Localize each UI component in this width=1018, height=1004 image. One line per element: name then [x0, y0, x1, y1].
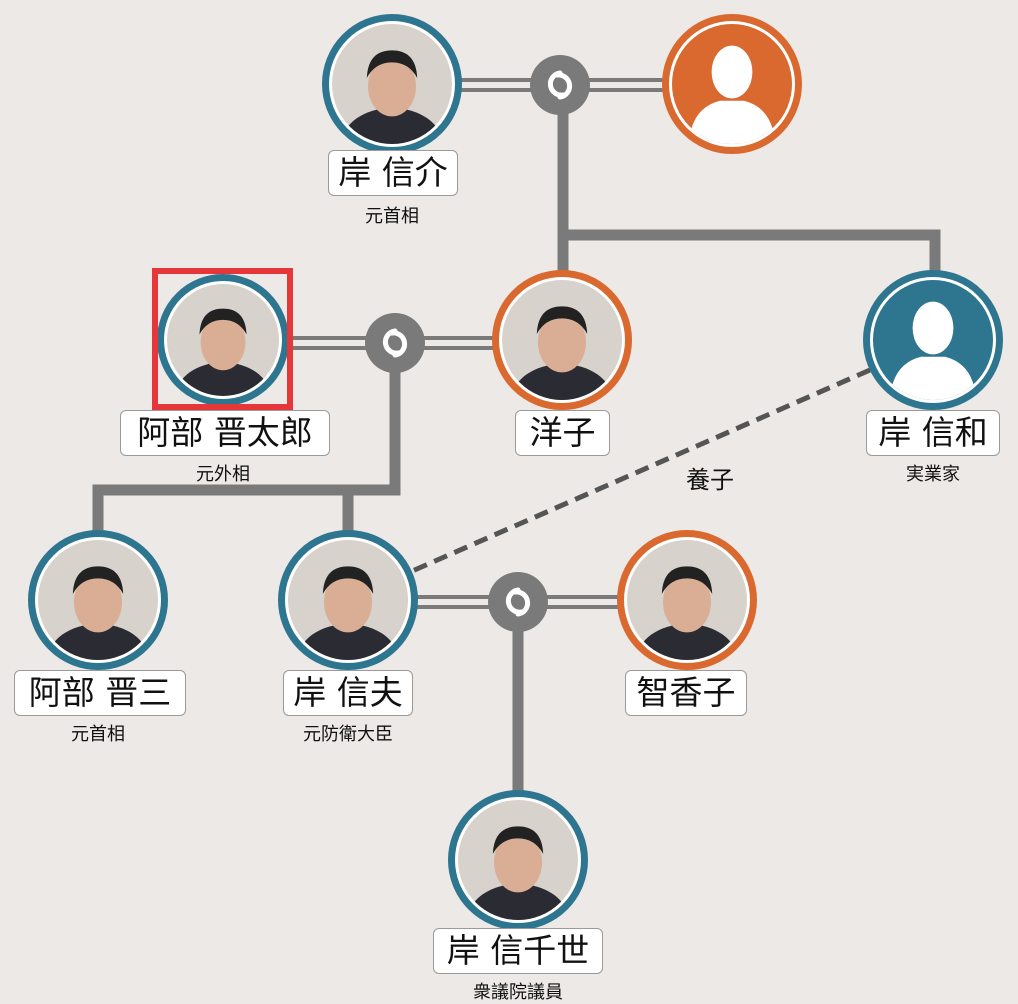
marriage-rings-icon	[365, 313, 425, 373]
portrait-wife-nobusuke[interactable]	[662, 14, 802, 154]
name-label: 洋子	[515, 410, 610, 456]
name-label: 岸 信千世	[433, 928, 603, 974]
portrait-kishi-nobuo[interactable]	[278, 530, 418, 670]
portrait-chikako[interactable]	[617, 530, 757, 670]
portrait-abe-shinzo[interactable]	[28, 530, 168, 670]
title-label: 元首相	[365, 206, 419, 227]
marriage-rings-icon	[488, 572, 548, 632]
title-label: 元首相	[71, 724, 125, 745]
name-label: 智香子	[625, 670, 747, 716]
portrait-kishi-nobuchiyo[interactable]	[448, 790, 588, 930]
male-silhouette-icon	[873, 280, 993, 400]
photo	[288, 540, 408, 660]
name-label: 阿部 晋太郎	[120, 410, 330, 456]
adoption-label: 養子	[686, 466, 734, 494]
title-label: 元外相	[196, 464, 250, 485]
portrait-abe-shintaro[interactable]	[157, 274, 289, 406]
portrait-kishi-nobusuke[interactable]	[322, 14, 462, 154]
portrait-kishi-nobukazu[interactable]	[863, 270, 1003, 410]
highlight-box	[152, 268, 293, 410]
female-silhouette-icon	[672, 24, 792, 144]
name-label: 阿部 晋三	[14, 670, 186, 716]
name-label: 岸 信介	[328, 150, 458, 196]
photo	[458, 800, 578, 920]
title-label: 実業家	[906, 464, 960, 485]
adoption-dashed-line	[408, 367, 872, 575]
photo	[38, 540, 158, 660]
photo	[167, 284, 279, 396]
marriage-rings-icon	[530, 55, 590, 115]
title-label: 元防衛大臣	[303, 724, 393, 745]
photo	[502, 280, 622, 400]
photo	[332, 24, 452, 144]
title-label: 衆議院議員	[473, 982, 563, 1003]
name-label: 岸 信和	[866, 410, 1000, 456]
name-label: 岸 信夫	[283, 670, 413, 716]
portrait-yoko[interactable]	[492, 270, 632, 410]
photo	[627, 540, 747, 660]
